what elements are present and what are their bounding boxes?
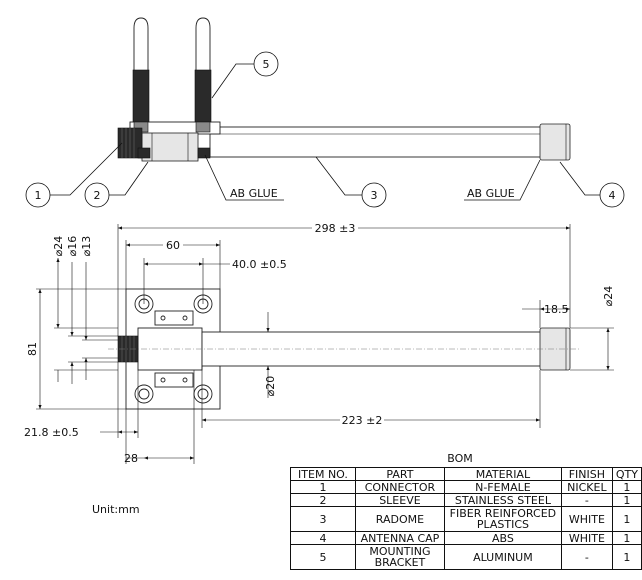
callout-3-label: 3 <box>371 189 378 202</box>
bom-cell: - <box>560 544 613 570</box>
thread-right <box>194 69 212 123</box>
bom-cell: CONNECTOR <box>354 480 445 494</box>
dim-28: 28 <box>124 452 138 465</box>
dim-d20: ⌀20 <box>264 376 277 397</box>
ab-glue-left-label: AB GLUE <box>230 187 278 200</box>
radome-top <box>209 126 543 158</box>
bom-cell: N-FEMALE <box>443 480 562 494</box>
thread-left <box>132 69 150 123</box>
callout-3: 3 <box>315 156 387 208</box>
callout-2: 2 <box>84 161 149 208</box>
callout-4-label: 4 <box>609 189 616 202</box>
unit-note: Unit:mm <box>92 503 140 516</box>
bom-header-part: PART <box>354 467 445 481</box>
callout-5: 5 <box>211 51 279 99</box>
bom-cell: WHITE <box>560 506 613 532</box>
bom-cell: RADOME <box>354 506 445 532</box>
top-view <box>117 17 571 162</box>
dim-21-8: 21.8 ±0.5 <box>24 426 79 439</box>
dim-overall-length: 298 ±3 <box>315 222 356 235</box>
antenna-cap-top <box>539 123 571 161</box>
bom-header-row: ITEM NO. PART MATERIAL FINISH QTY <box>290 467 642 481</box>
ab-glue-left-note: AB GLUE <box>204 154 284 201</box>
dim-81: 81 <box>26 342 39 356</box>
sleeve-front <box>137 327 203 371</box>
callout-1: 1 <box>25 142 123 208</box>
dim-18-5: 18.5 <box>544 303 569 316</box>
bom-cell: 3 <box>290 506 356 532</box>
bom-cell: WHITE <box>560 531 613 545</box>
bom-cell: 2 <box>290 493 356 507</box>
bom-cell: 1 <box>290 480 356 494</box>
sleeve-top <box>141 132 199 162</box>
ab-glue-right-note: AB GLUE <box>464 159 541 201</box>
bom-cell: 5 <box>290 544 356 570</box>
bom-title: BOM <box>447 452 473 465</box>
bom-cell: ALUMINUM <box>443 544 562 570</box>
table-row: 1 CONNECTOR N-FEMALE NICKEL 1 <box>290 480 642 494</box>
dimensions: 298 ±3 60 40.0 ±0.5 81 ⌀24 ⌀16 ⌀13 <box>24 220 615 465</box>
dim-d24-right: ⌀24 <box>602 286 615 307</box>
bom-cell: - <box>560 493 613 507</box>
table-row: 4 ANTENNA CAP ABS WHITE 1 <box>290 531 642 545</box>
callout-2-label: 2 <box>94 189 101 202</box>
bom-cell: MOUNTING BRACKET <box>354 544 445 570</box>
callout-1-label: 1 <box>35 189 42 202</box>
bom-cell: 1 <box>611 531 642 545</box>
bom-table: ITEM NO. PART MATERIAL FINISH QTY 1 CONN… <box>290 467 642 570</box>
dim-40: 40.0 ±0.5 <box>232 258 287 271</box>
dim-223: 223 ±2 <box>342 414 383 427</box>
bom-header-material: MATERIAL <box>443 467 562 481</box>
dim-60: 60 <box>166 239 180 252</box>
bom-cell: ABS <box>443 531 562 545</box>
callout-4: 4 <box>559 161 625 208</box>
bom-header-item: ITEM NO. <box>290 467 356 481</box>
callout-5-label: 5 <box>263 58 270 71</box>
table-row: 3 RADOME FIBER REINFORCED PLASTICS WHITE… <box>290 506 642 532</box>
dim-d13: ⌀13 <box>80 236 93 257</box>
bom-cell: FIBER REINFORCED PLASTICS <box>443 506 562 532</box>
ab-glue-right-label: AB GLUE <box>467 187 515 200</box>
bom-cell: 1 <box>611 493 642 507</box>
dim-d16: ⌀16 <box>66 236 79 257</box>
bom-cell: ANTENNA CAP <box>354 531 445 545</box>
front-view <box>108 288 580 410</box>
bom-cell: 1 <box>611 480 642 494</box>
bom-cell: SLEEVE <box>354 493 445 507</box>
dim-d24-left: ⌀24 <box>52 236 65 257</box>
bom-header-finish: FINISH <box>560 467 613 481</box>
bom-cell: 1 <box>611 506 642 532</box>
table-row: 2 SLEEVE STAINLESS STEEL - 1 <box>290 493 642 507</box>
bom-cell: 4 <box>290 531 356 545</box>
bom-cell: NICKEL <box>560 480 613 494</box>
bom-cell: STAINLESS STEEL <box>443 493 562 507</box>
bom-header-qty: QTY <box>611 467 642 481</box>
antenna-cap-front <box>539 327 571 371</box>
table-row: 5 MOUNTING BRACKET ALUMINUM - 1 <box>290 544 642 570</box>
bom-cell: 1 <box>611 544 642 570</box>
